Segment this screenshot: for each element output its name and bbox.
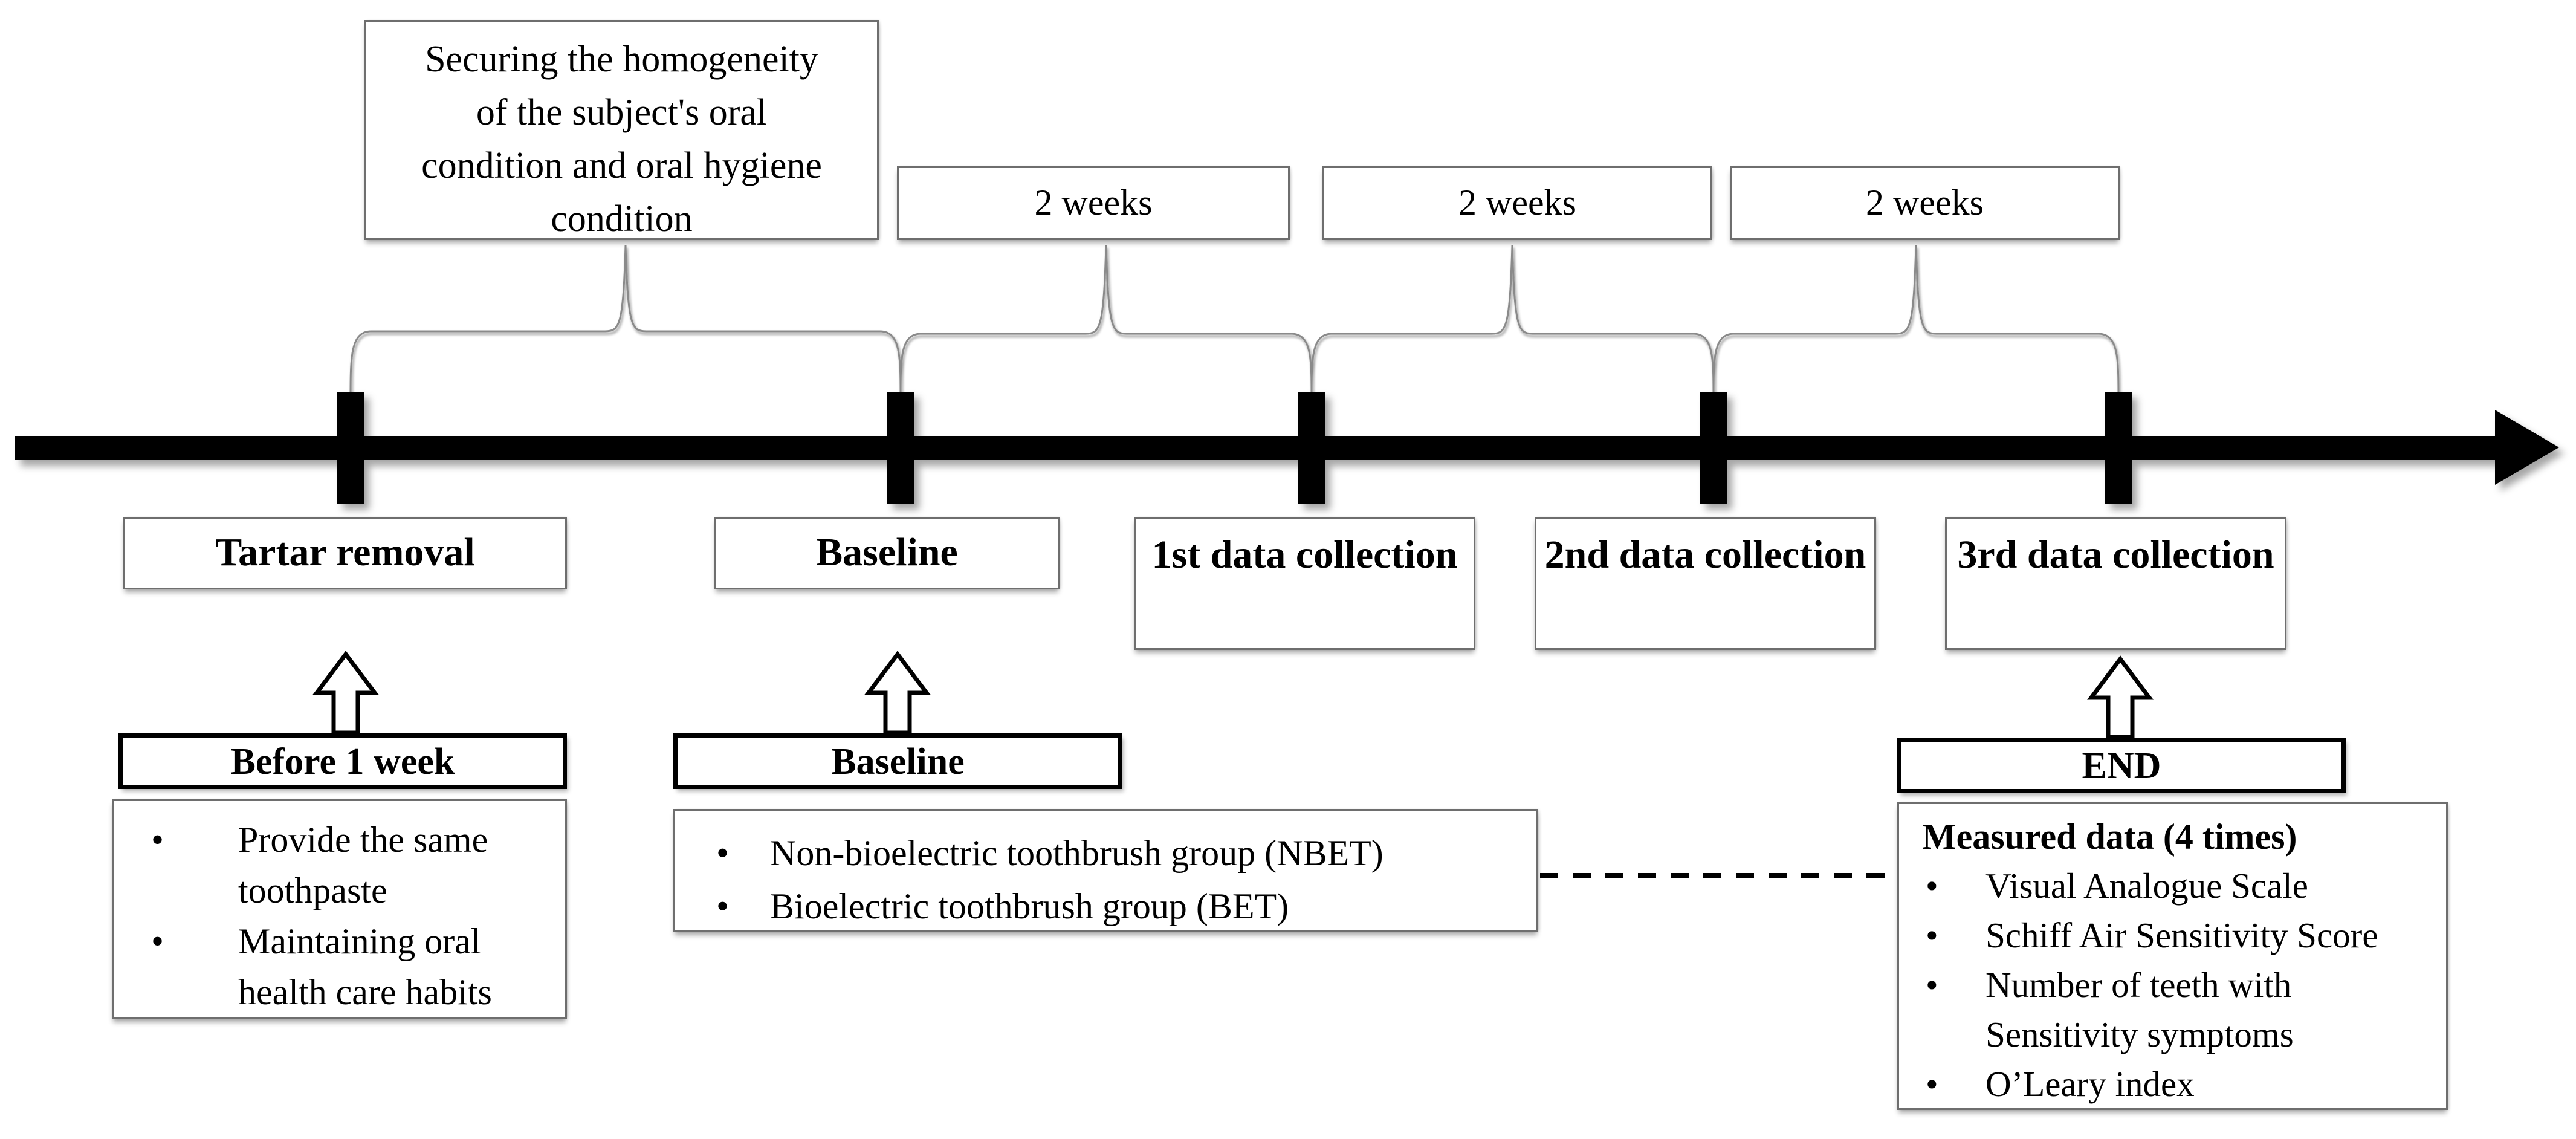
milestone-2nd-data-collection: 2nd data collection xyxy=(1535,517,1876,650)
interval-box-2weeks: 2 weeks xyxy=(897,166,1290,240)
brace-icon xyxy=(899,245,1313,400)
milestone-baseline: Baseline xyxy=(714,517,1060,589)
tick-icon xyxy=(1700,392,1727,504)
measured-data-header: Measured data (4 times) xyxy=(1922,817,2297,857)
list-item: Bioelectric toothbrush group (BET) xyxy=(713,880,1524,933)
timeline-arrow xyxy=(15,436,2502,460)
list-item: Provide the same toothpaste xyxy=(147,814,553,916)
up-arrow-icon xyxy=(312,651,379,735)
interval-box-2weeks: 2 weeks xyxy=(1730,166,2120,240)
brace-icon xyxy=(1712,245,2120,400)
tick-icon xyxy=(1298,392,1325,504)
milestone-3rd-data-collection: 3rd data collection xyxy=(1945,517,2286,650)
up-arrow-icon xyxy=(2087,655,2154,739)
securing-line: Securing the homogeneity xyxy=(425,39,818,80)
baseline-groups-list: Non-bioelectric toothbrush group (NBET) … xyxy=(713,826,1524,933)
securing-line: of the subject's oral xyxy=(476,92,768,133)
before-1-week-list-box: Provide the same toothpaste Maintaining … xyxy=(112,799,567,1019)
securing-line: condition xyxy=(551,198,693,239)
brace-icon xyxy=(349,245,902,400)
measured-data-box: Measured data (4 times) Visual Analogue … xyxy=(1897,802,2448,1110)
milestone-tartar-removal: Tartar removal xyxy=(123,517,567,589)
callout-title-baseline: Baseline xyxy=(673,733,1122,789)
list-item: Schiff Air Sensitivity Score xyxy=(1922,910,2435,960)
interval-box-2weeks: 2 weeks xyxy=(1322,166,1712,240)
tick-icon xyxy=(887,392,914,504)
list-item: O’Leary index xyxy=(1922,1059,2435,1109)
securing-homogeneity-box: Securing the homogeneity of the subject'… xyxy=(364,20,879,240)
up-arrow-icon xyxy=(864,651,931,735)
callout-title-before-1-week: Before 1 week xyxy=(118,733,567,789)
securing-line: condition and oral hygiene xyxy=(421,145,822,186)
brace-icon xyxy=(1310,245,1715,400)
before-1-week-list: Provide the same toothpaste Maintaining … xyxy=(147,814,553,1017)
list-item: Non-bioelectric toothbrush group (NBET) xyxy=(713,826,1524,880)
timeline-arrowhead-icon xyxy=(2495,410,2559,485)
tick-icon xyxy=(2105,392,2132,504)
callout-title-end: END xyxy=(1897,738,2346,793)
baseline-groups-box: Non-bioelectric toothbrush group (NBET) … xyxy=(673,809,1538,933)
milestone-1st-data-collection: 1st data collection xyxy=(1134,517,1475,650)
list-item: Visual Analogue Scale xyxy=(1922,861,2435,910)
tick-icon xyxy=(337,392,364,504)
measured-data-list: Visual Analogue Scale Schiff Air Sensiti… xyxy=(1922,861,2435,1109)
list-item: Maintaining oral health care habits xyxy=(147,916,553,1017)
list-item: Number of teeth with Sensitivity symptom… xyxy=(1922,960,2435,1059)
